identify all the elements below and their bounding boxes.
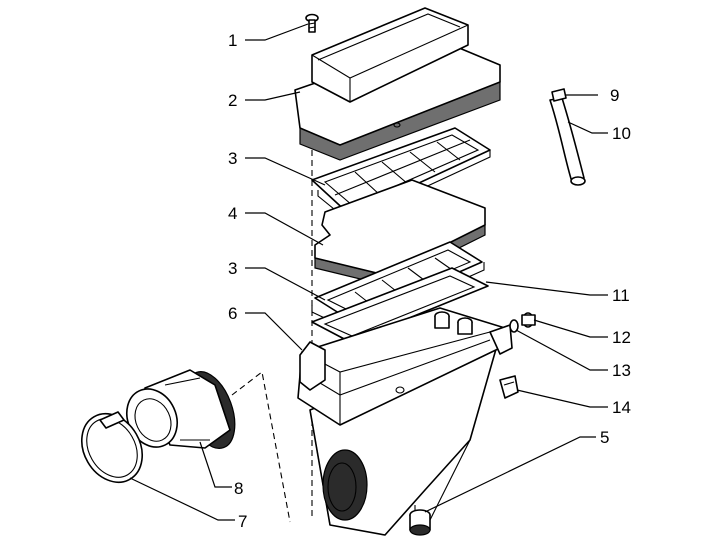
callout-8: 8	[234, 479, 243, 498]
callout-11: 11	[612, 286, 630, 305]
mounting-clip	[499, 375, 519, 399]
leader-lines	[129, 23, 608, 521]
filter-box-body	[297, 307, 513, 536]
callout-labels: 1 2 3 4 3 6 5 7 8 9 10 11 12 13 14	[228, 31, 631, 531]
callout-6: 6	[228, 304, 237, 323]
callout-10: 10	[612, 124, 631, 143]
callout-5: 5	[600, 428, 609, 447]
hose-clamp	[81, 411, 143, 483]
drain-plug	[409, 509, 431, 536]
cover-screw	[305, 13, 319, 33]
breather-hose	[549, 88, 586, 186]
intake-boot	[126, 369, 236, 449]
seal-frame	[311, 267, 489, 343]
callout-14: 14	[612, 398, 631, 417]
callout-1: 1	[228, 31, 237, 50]
callout-3-lower: 3	[228, 259, 237, 278]
side-screw-and-washer	[509, 312, 536, 333]
callout-2: 2	[228, 91, 237, 110]
callout-4: 4	[228, 204, 237, 223]
housing-cover	[294, 7, 501, 161]
callout-12: 12	[612, 328, 631, 347]
callout-9: 9	[610, 86, 619, 105]
callout-3-upper: 3	[228, 149, 237, 168]
callout-7: 7	[238, 512, 247, 531]
callout-13: 13	[612, 361, 631, 380]
lower-filter-gasket	[311, 241, 485, 331]
